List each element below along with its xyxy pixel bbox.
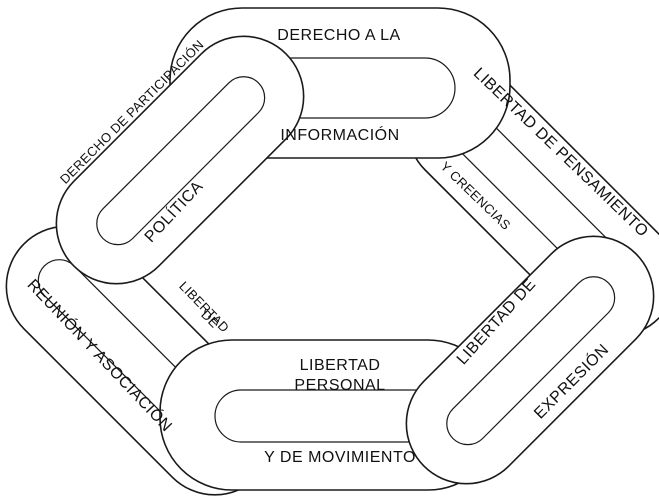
top-link-label-1: DERECHO A LA (277, 27, 400, 44)
bottom-link-label-2: PERSONAL (294, 377, 385, 394)
chain-link-upper-left (55, 35, 305, 285)
top-link-label-2: INFORMACIÓN (280, 125, 399, 144)
bottom-link-label-1: LIBERTAD (300, 357, 381, 374)
bottom-link-label-3: Y DE MOVIMIENTO (264, 449, 416, 466)
chain-link-lower-right (405, 235, 655, 485)
